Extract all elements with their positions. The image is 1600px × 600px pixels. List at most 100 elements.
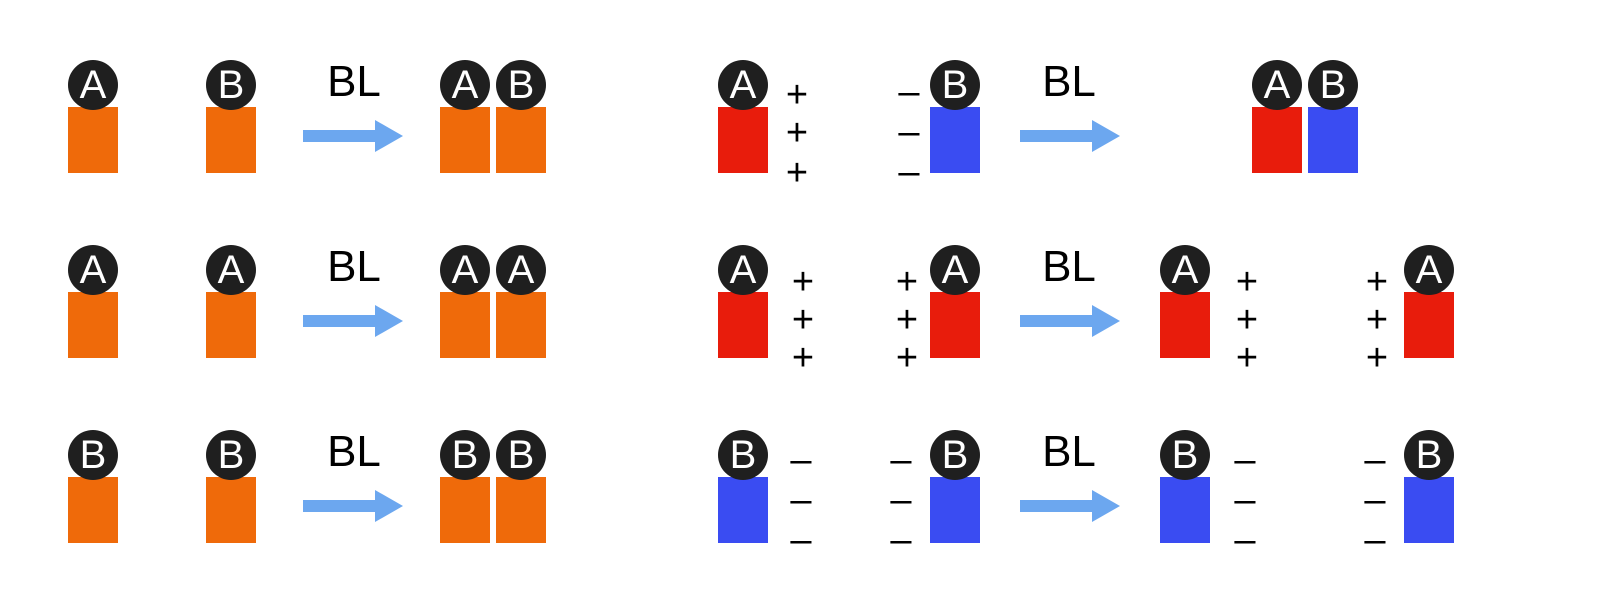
bl-label: BL [327, 242, 381, 291]
particle-block [496, 477, 546, 543]
particle-block [718, 292, 768, 358]
charge-sign: + [785, 74, 809, 116]
bound-particle-left: A [440, 60, 490, 173]
particle-right: A [930, 245, 980, 358]
charge-sign: + [895, 261, 919, 303]
particle-label-badge: B [206, 430, 256, 480]
particle-label-badge: B [930, 60, 980, 110]
charge-sign: – [890, 479, 912, 521]
charge-sign: – [898, 151, 920, 193]
particle-right: A [206, 245, 256, 358]
charge-sign: + [1365, 299, 1389, 341]
charge-sign: – [790, 439, 812, 481]
charge-sign: – [1364, 519, 1386, 561]
bl-label: BL [327, 57, 381, 106]
bl-label: BL [327, 427, 381, 476]
bound-particle-left: A [1252, 60, 1302, 173]
particle-label-badge: B [68, 430, 118, 480]
particle-block [718, 107, 768, 173]
particle-block [930, 477, 980, 543]
particle-block [1160, 477, 1210, 543]
particle-label-badge: A [930, 245, 980, 295]
particle-left: A [718, 245, 768, 358]
result-particle-right: A [1404, 245, 1454, 358]
particle-block [206, 292, 256, 358]
particle-block [206, 107, 256, 173]
particle-left: A [718, 60, 768, 173]
particle-block [1160, 292, 1210, 358]
charge-sign: – [890, 439, 912, 481]
bound-particle-right: A [496, 245, 546, 358]
particle-block [68, 107, 118, 173]
particle-label-badge: A [440, 60, 490, 110]
charge-sign: – [898, 71, 920, 113]
particle-label-badge: A [1252, 60, 1302, 110]
bl-label: BL [1042, 57, 1096, 106]
particle-label-badge: B [930, 430, 980, 480]
charge-sign: + [791, 299, 815, 341]
charge-sign: – [1234, 519, 1256, 561]
particle-label-badge: B [206, 60, 256, 110]
bound-particle-right: B [496, 430, 546, 543]
charge-sign: + [791, 337, 815, 379]
particle-label-badge: A [496, 245, 546, 295]
right-arrow-icon [303, 305, 403, 337]
particle-block [440, 292, 490, 358]
charge-sign: + [1235, 299, 1259, 341]
particle-block [1252, 107, 1302, 173]
particle-right: B [930, 60, 980, 173]
right-arrow-icon [1020, 305, 1120, 337]
particle-block [930, 292, 980, 358]
particle-block [496, 107, 546, 173]
charge-sign: + [785, 152, 809, 194]
charge-sign: + [1235, 261, 1259, 303]
particle-block [440, 477, 490, 543]
particle-label-badge: B [1308, 60, 1358, 110]
charge-sign: – [890, 519, 912, 561]
particle-left: A [68, 60, 118, 173]
particle-label-badge: B [440, 430, 490, 480]
charge-sign: – [1234, 479, 1256, 521]
particle-right: B [930, 430, 980, 543]
right-arrow-icon [303, 490, 403, 522]
charge-sign: – [790, 479, 812, 521]
bound-particle-left: B [440, 430, 490, 543]
particle-label-badge: B [1160, 430, 1210, 480]
particle-block [930, 107, 980, 173]
charge-sign: – [1364, 439, 1386, 481]
charge-sign: – [898, 111, 920, 153]
particle-block [1404, 292, 1454, 358]
particle-left: B [718, 430, 768, 543]
charge-sign: + [895, 337, 919, 379]
charge-sign: + [895, 299, 919, 341]
particle-label-badge: B [718, 430, 768, 480]
particle-label-badge: A [718, 60, 768, 110]
particle-label-badge: A [718, 245, 768, 295]
particle-block [496, 292, 546, 358]
charge-sign: + [1235, 337, 1259, 379]
particle-label-badge: B [496, 60, 546, 110]
particle-block [1308, 107, 1358, 173]
particle-block [718, 477, 768, 543]
result-particle-left: A [1160, 245, 1210, 358]
particle-block [440, 107, 490, 173]
particle-right: B [206, 430, 256, 543]
right-arrow-icon [1020, 490, 1120, 522]
charge-sign: – [1234, 439, 1256, 481]
charge-sign: + [1365, 261, 1389, 303]
bound-particle-right: B [1308, 60, 1358, 173]
particle-label-badge: A [1404, 245, 1454, 295]
particle-label-badge: B [1404, 430, 1454, 480]
charge-sign: – [790, 519, 812, 561]
particle-label-badge: A [68, 60, 118, 110]
right-arrow-icon [303, 120, 403, 152]
particle-label-badge: A [206, 245, 256, 295]
charge-sign: + [1365, 337, 1389, 379]
particle-block [68, 292, 118, 358]
result-particle-left: B [1160, 430, 1210, 543]
charge-sign: + [791, 261, 815, 303]
particle-label-badge: A [68, 245, 118, 295]
charge-sign: + [785, 112, 809, 154]
particle-label-badge: A [440, 245, 490, 295]
